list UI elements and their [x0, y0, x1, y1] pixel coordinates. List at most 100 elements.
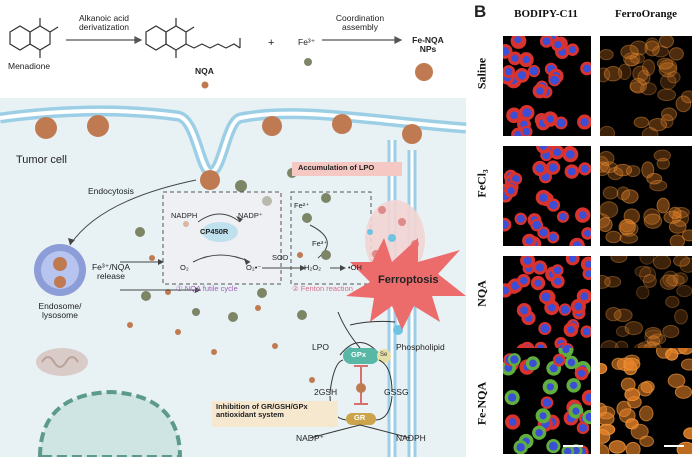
ferroorange-cell: [656, 197, 670, 214]
nqa-label: NQA: [195, 66, 214, 76]
cell-nucleus-stain: [580, 292, 589, 301]
ferroorange-cell: [608, 440, 626, 454]
cell-nucleus-stain: [583, 64, 591, 73]
ferroorange-cell: [624, 321, 644, 336]
cell-nucleus-stain: [555, 356, 563, 364]
release-label: Fe³⁺/NQA release: [91, 262, 131, 281]
nadp-plus-bottom-label: NADP⁺: [296, 433, 325, 443]
ferroorange-cell: [605, 230, 622, 244]
cell-nucleus-stain: [562, 348, 570, 354]
micrograph-bodipy-saline: [503, 36, 591, 136]
cell-nucleus-stain: [585, 412, 591, 422]
ferroorange-cell: [617, 63, 632, 81]
cell-nucleus-stain: [503, 47, 510, 56]
micrograph-bodipy-fe-nqa: [503, 348, 591, 454]
ferroorange-cell: [668, 47, 684, 61]
ferroorange-cell: [600, 161, 611, 176]
ferroorange-cell: [623, 208, 640, 225]
cell-nucleus-stain: [512, 175, 520, 183]
ferroorange-cell: [668, 206, 682, 220]
cell-nucleus-stain: [546, 383, 554, 391]
cell-nucleus-stain: [539, 228, 548, 237]
nqa-particle: [201, 81, 209, 89]
sod-label: SOD: [272, 253, 289, 262]
cell-nucleus-stain: [560, 305, 570, 314]
ferroorange-cell: [613, 308, 633, 323]
fe3-cycle-label: Fe³⁺: [312, 239, 328, 248]
cell-nucleus-stain: [546, 115, 554, 123]
ferroorange-cell: [642, 274, 657, 288]
h2o2-label: H₂O₂: [304, 263, 322, 272]
ferroorange-cell: [648, 118, 668, 132]
cell-nucleus-stain: [580, 117, 589, 127]
nadph-label: NADPH: [171, 211, 198, 220]
ferroorange-cell: [600, 362, 608, 375]
cell-nucleus-stain: [547, 303, 556, 312]
derivatization-label: Alkanoic acid derivatization: [78, 13, 130, 32]
ferroorange-cell: [607, 167, 624, 181]
ferroorange-cell: [600, 213, 611, 229]
ferroorange-cell: [640, 82, 657, 96]
tumor-cell-label: Tumor cell: [16, 154, 67, 166]
ferroorange-cell: [676, 441, 692, 454]
cell-nucleus-stain: [567, 326, 575, 334]
cell-nucleus-stain: [549, 233, 557, 242]
ferroorange-cell: [666, 274, 685, 287]
plus-sign: +: [268, 37, 275, 49]
ferroorange-cell: [637, 69, 651, 86]
ferroorange-cell: [644, 40, 660, 57]
ferroorange-cell: [678, 348, 692, 355]
menadione-structure: [9, 18, 59, 58]
cell-nucleus-stain: [548, 441, 558, 451]
col-header-bodipy: BODIPY-C11: [514, 8, 578, 20]
cell-nucleus-stain: [508, 418, 517, 426]
ferroorange-cell: [646, 173, 663, 185]
ferroorange-cell: [674, 309, 688, 325]
cell-nucleus-stain: [511, 281, 520, 290]
endosome: [34, 244, 86, 296]
ferroorange-cell: [656, 57, 674, 70]
ferroorange-cell: [603, 66, 623, 82]
accumulation-label: Accumulation of LPO: [298, 163, 375, 172]
ferroorange-cell: [673, 256, 691, 267]
ferroorange-cell: [668, 219, 687, 234]
cell-nucleus-stain: [556, 118, 566, 128]
ferroorange-cell: [641, 59, 656, 76]
ferroorange-cell: [629, 81, 645, 93]
ferroorange-cell: [600, 201, 619, 219]
ferroorange-cell: [665, 295, 680, 309]
cell-nucleus-stain: [534, 279, 542, 287]
ferroorange-cell: [667, 71, 681, 84]
ferroorange-cell: [641, 127, 659, 136]
ferroorange-cell: [681, 229, 692, 242]
ferroorange-cell: [624, 55, 639, 67]
cell-nucleus-stain: [572, 407, 580, 415]
ferroorange-cell: [639, 405, 654, 422]
ferroorange-cell: [610, 256, 628, 264]
ferroorange-cell: [680, 90, 692, 104]
cell-nucleus-stain: [535, 164, 545, 173]
ferroorange-cell: [611, 357, 626, 370]
ferroorange-cell: [659, 274, 678, 290]
ferroorange-cell: [624, 387, 641, 402]
cell-nucleus-stain: [523, 256, 532, 265]
ferroorange-cell: [600, 217, 613, 233]
ferroorange-cell: [649, 179, 668, 192]
ferroorange-cell: [639, 266, 657, 284]
accumulation-box: [292, 162, 402, 176]
cell-nucleus-stain: [578, 211, 587, 219]
ferroorange-cell: [621, 189, 639, 204]
ferroorange-cell: [676, 284, 692, 298]
ferroorange-cell: [613, 163, 633, 177]
ferroorange-cell: [632, 65, 649, 82]
cp450r-label: CP450R: [200, 227, 229, 236]
endocytosis-label: Endocytosis: [88, 186, 134, 196]
cell-nucleus-stain: [529, 66, 539, 76]
ferroorange-cell: [633, 116, 650, 129]
ferroorange-cell: [600, 151, 615, 166]
o2-label: O₂: [180, 263, 189, 272]
endosome-label: Endosome/ lysosome: [38, 301, 82, 320]
cell-nucleus-stain: [503, 220, 509, 229]
ferroorange-cell: [643, 213, 663, 229]
gr-label: GR: [354, 413, 366, 422]
